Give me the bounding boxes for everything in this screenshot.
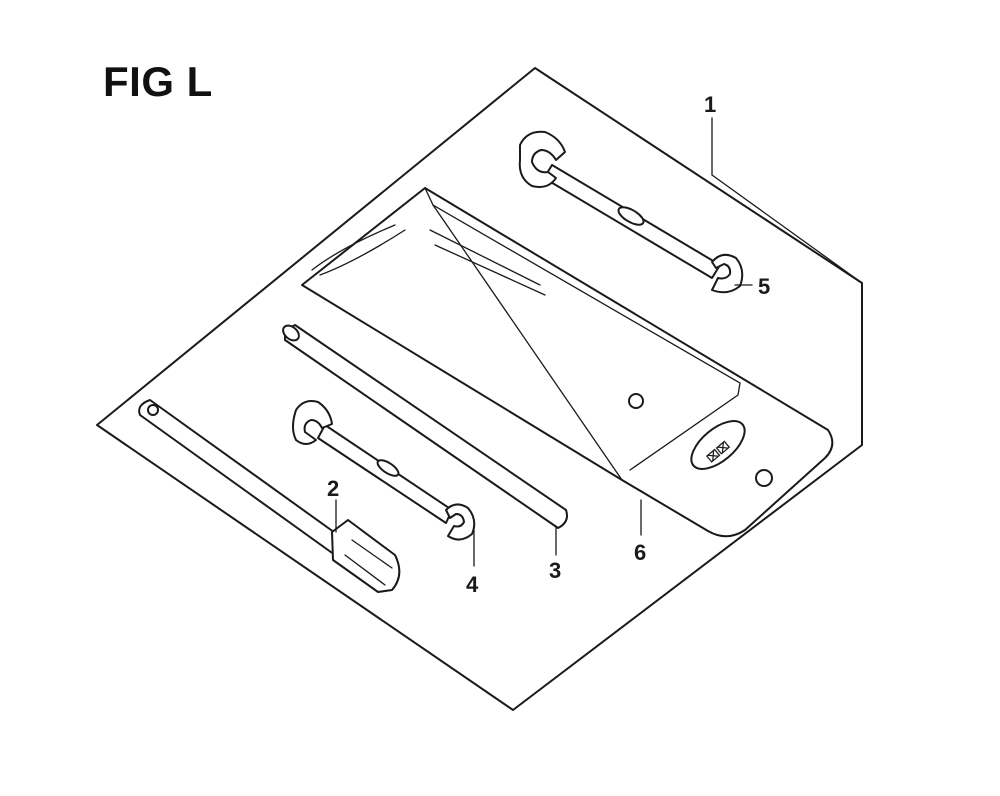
bag-snap-button — [755, 469, 773, 487]
bag-rivet — [628, 393, 644, 409]
figure-title: FIG L — [103, 58, 213, 105]
tommy-bar — [282, 324, 568, 529]
callout-5: 5 — [758, 274, 770, 299]
open-end-wrench — [518, 130, 744, 294]
leader-lines — [335, 117, 863, 567]
callout-6: 6 — [634, 540, 646, 565]
small-open-end-wrench — [292, 400, 476, 541]
tool-bag: ⌧⌧ — [301, 187, 834, 538]
callout-1: 1 — [704, 92, 716, 117]
bag-logo-oval — [690, 420, 746, 470]
callout-4: 4 — [466, 572, 479, 597]
kit-boundary — [96, 67, 863, 711]
callout-3: 3 — [549, 558, 561, 583]
callout-2: 2 — [327, 476, 339, 501]
socket-wrench — [138, 399, 401, 593]
